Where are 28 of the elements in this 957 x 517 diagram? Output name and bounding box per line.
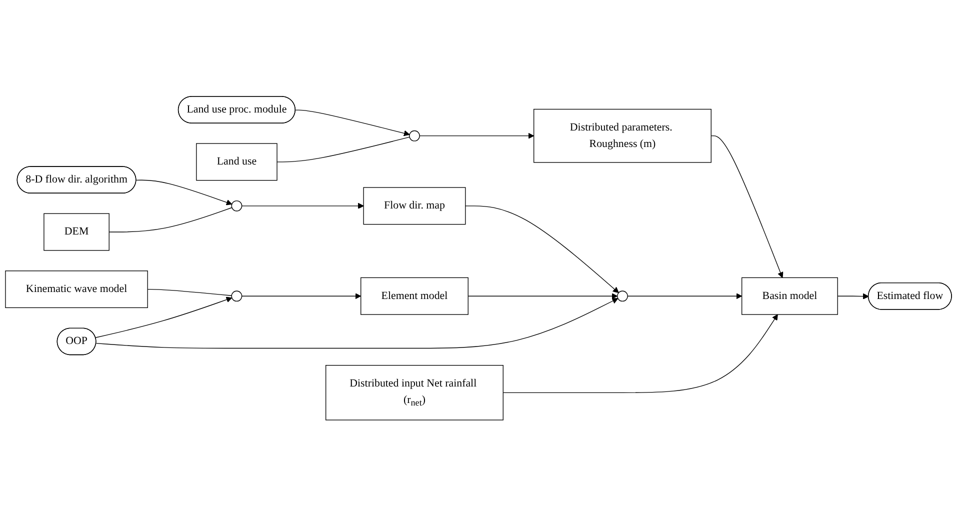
node-box: Element model <box>360 278 468 316</box>
node-box: Distributed input Net rainfall (r$_{net}$) <box>326 365 504 421</box>
arrow <box>295 110 410 136</box>
arrow <box>241 203 364 210</box>
node-box: Flow dir. map <box>363 187 466 225</box>
node-box: Distributed parameters. Roughness (m) <box>534 109 712 164</box>
arrow <box>468 293 618 300</box>
node-circle <box>617 290 628 302</box>
arrow <box>627 293 742 300</box>
node-box: DEM <box>44 214 110 252</box>
arrow <box>710 136 784 278</box>
node-box: Land use <box>196 143 278 181</box>
arrow <box>419 133 534 140</box>
arrow <box>95 297 232 338</box>
node-circle <box>409 130 420 142</box>
node-circle <box>231 200 242 212</box>
arrow <box>502 314 778 394</box>
node-box: Basin model <box>742 278 838 316</box>
arrow <box>837 294 869 300</box>
connector <box>147 289 232 296</box>
node-box: Kinematic wave model <box>5 270 148 308</box>
arrow <box>241 293 362 300</box>
arrow <box>465 206 619 294</box>
connector <box>276 137 410 163</box>
arrow <box>136 180 232 206</box>
connector <box>108 208 232 233</box>
arrow <box>96 298 618 349</box>
node-circle <box>231 290 242 302</box>
